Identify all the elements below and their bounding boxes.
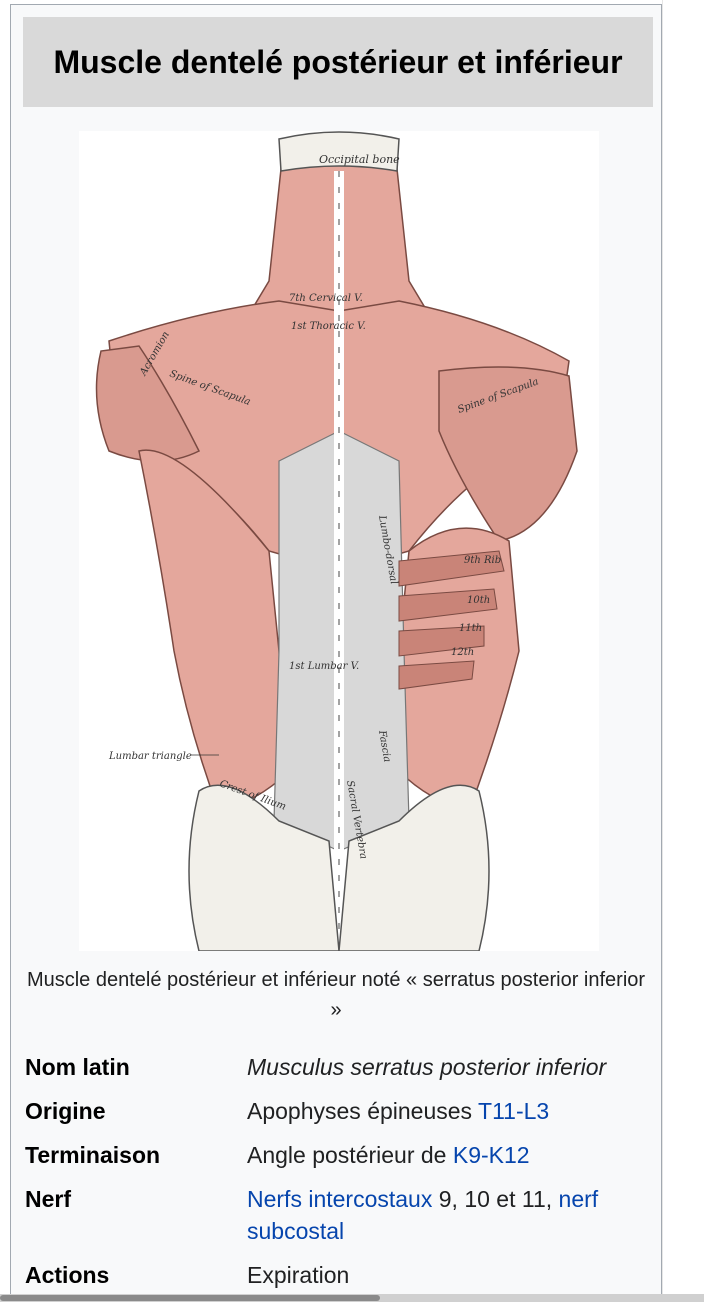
row-value: Apophyses épineuses T11-L3 [247,1095,655,1127]
row-nerf: Nerf Nerfs intercostaux 9, 10 et 11, ner… [25,1183,655,1247]
row-label: Origine [25,1098,106,1124]
anatomy-image[interactable]: Occipital bone 7th Cervical V. 1st Thora… [79,131,599,951]
row-latin-name: Nom latin Musculus serratus posterior in… [25,1051,655,1083]
row-value: Nerfs intercostaux 9, 10 et 11, nerf sub… [247,1183,655,1247]
latin-name-value: Musculus serratus posterior inferior [247,1054,607,1080]
label-occipital: Occipital bone [319,153,400,166]
infobox-title: Muscle dentelé postérieur et inférieur [23,17,653,107]
origine-text: Apophyses épineuses [247,1098,479,1124]
nerf-text: 9, 10 et 11, [432,1186,559,1212]
image-caption: Muscle dentelé postérieur et inférieur n… [26,969,646,1021]
label-lumbar: 1st Lumbar V. [289,661,360,672]
infobox: Muscle dentelé postérieur et inférieur [10,4,662,1302]
label-rib12: 12th [451,647,474,658]
label-lumbar-triangle: Lumbar triangle [108,751,192,762]
left-ilium [188,784,340,951]
link-k9-k12[interactable]: K9-K12 [452,1142,530,1168]
actions-value: Expiration [247,1262,350,1288]
serratus-slip-4 [398,660,475,690]
label-cervical: 7th Cervical V. [289,293,363,304]
label-thoracic: 1st Thoracic V. [291,321,366,332]
link-nerf-subcostal[interactable]: nerf subcostal [247,1186,599,1244]
label-rib9: 9th Rib [464,555,501,566]
link-nerfs-intercostaux[interactable]: Nerfs intercostaux [247,1186,433,1212]
row-value: Angle postérieur de K9-K12 [247,1139,655,1171]
row-actions: Actions Expiration [25,1259,655,1291]
serratus-slip-1 [398,550,505,587]
link-t11-l3[interactable]: T11-L3 [478,1098,550,1124]
label-rib11: 11th [459,623,482,634]
back-muscles-illustration: Occipital bone 7th Cervical V. 1st Thora… [95,131,578,951]
page-margin [662,0,704,1302]
terminaison-text: Angle postérieur de [247,1142,453,1168]
row-label: Terminaison [25,1142,161,1168]
scrollbar-thumb[interactable] [0,1295,380,1301]
row-origine: Origine Apophyses épineuses T11-L3 [25,1095,655,1127]
row-terminaison: Terminaison Angle postérieur de K9-K12 [25,1139,655,1171]
row-label: Actions [25,1262,110,1288]
infobox-rows: Nom latin Musculus serratus posterior in… [25,1051,655,1302]
right-scapula-muscles [438,366,578,542]
serratus-slip-3 [398,625,485,657]
horizontal-scrollbar[interactable] [0,1294,704,1302]
label-rib10: 10th [467,595,490,606]
occipital-bone [278,131,400,172]
row-label: Nom latin [25,1054,130,1080]
right-ilium [338,784,490,951]
serratus-slip-2 [398,588,498,622]
row-label: Nerf [25,1186,72,1212]
row-value: Musculus serratus posterior inferior [247,1051,655,1083]
